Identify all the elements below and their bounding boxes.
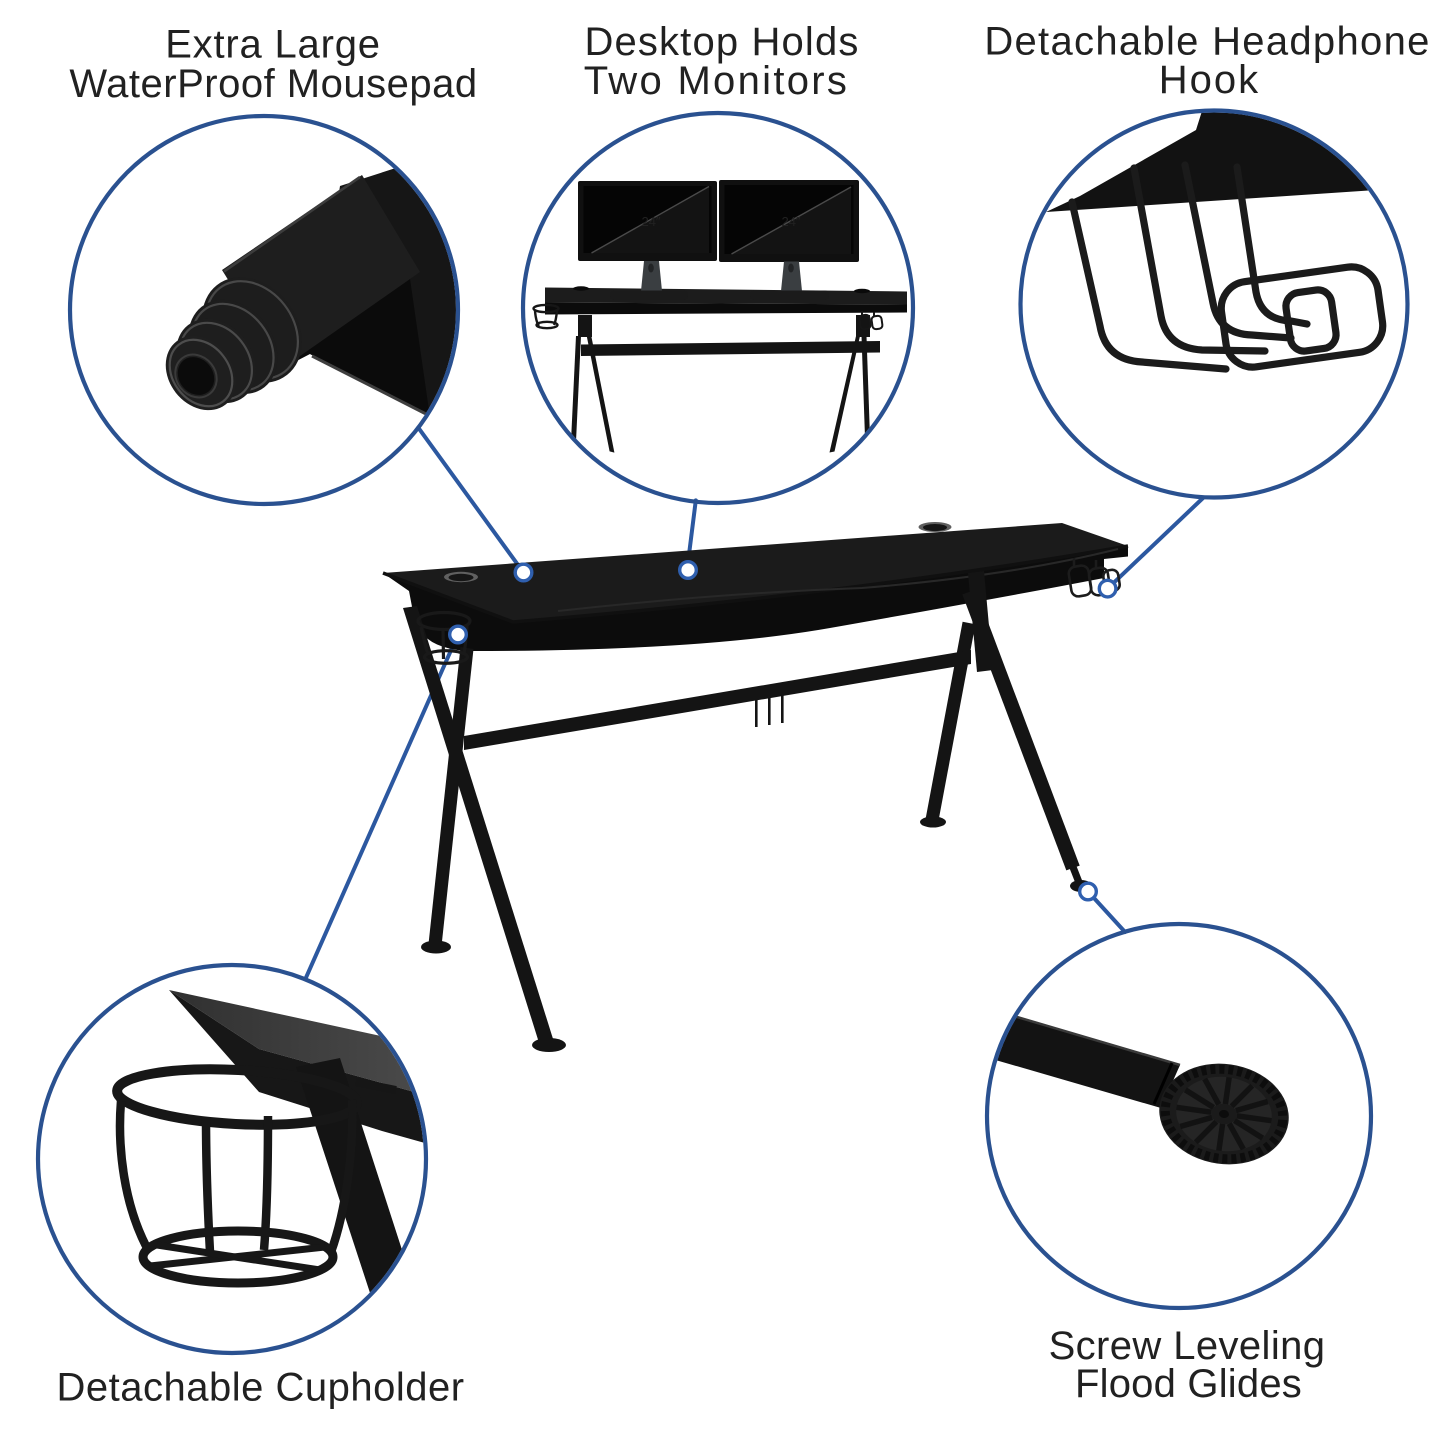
svg-text:Screw Leveling: Screw Leveling <box>1049 1324 1326 1368</box>
svg-text:Two Monitors: Two Monitors <box>584 59 849 103</box>
svg-text:24″: 24″ <box>781 214 800 229</box>
svg-text:WaterProof Mousepad: WaterProof Mousepad <box>69 62 477 106</box>
svg-text:Extra Large: Extra Large <box>165 23 381 67</box>
svg-text:Flood Glides: Flood Glides <box>1075 1362 1302 1406</box>
svg-text:Detachable Headphone: Detachable Headphone <box>984 20 1430 64</box>
svg-text:Detachable Cupholder: Detachable Cupholder <box>56 1366 464 1410</box>
svg-text:Desktop Holds: Desktop Holds <box>584 20 859 64</box>
svg-text:Hook: Hook <box>1159 58 1260 102</box>
svg-text:24″: 24″ <box>641 214 660 229</box>
